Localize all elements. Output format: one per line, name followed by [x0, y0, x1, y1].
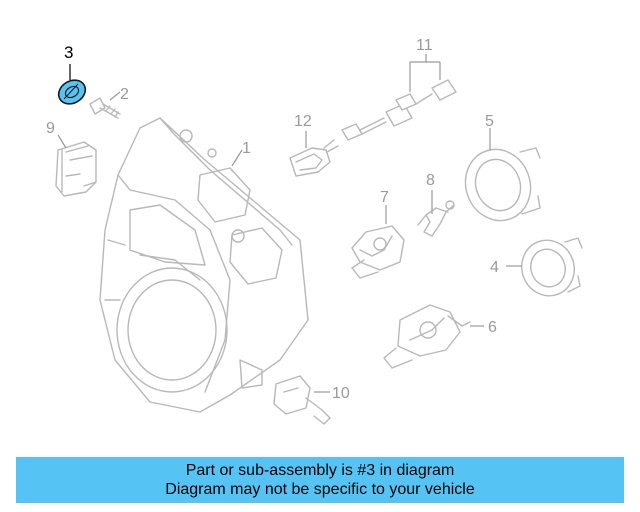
part-9-bracket[interactable]: [55, 141, 97, 197]
callout-10[interactable]: 10: [332, 385, 350, 402]
part-1-headlamp[interactable]: [99, 117, 309, 413]
banner-line-disclaimer: Diagram may not be specific to your vehi…: [165, 481, 475, 498]
part-12-bulb[interactable]: [289, 139, 339, 177]
banner-line-part: Part or sub-assembly is #3 in diagram: [185, 462, 455, 479]
part-4-ring[interactable]: [514, 233, 583, 303]
leader-9: [57, 134, 67, 149]
callout-4[interactable]: 4: [490, 259, 499, 276]
part-11-harness[interactable]: [341, 79, 457, 141]
part-8-clip[interactable]: [417, 200, 455, 237]
part-5-ring[interactable]: [456, 140, 541, 230]
callout-11[interactable]: 11: [416, 37, 433, 54]
leader-2: [109, 91, 121, 101]
callout-1[interactable]: 1: [242, 140, 251, 157]
callout-5[interactable]: 5: [485, 113, 494, 130]
part-7-bulb[interactable]: [351, 225, 405, 279]
callout-6[interactable]: 6: [488, 319, 497, 336]
leader-1: [231, 149, 243, 167]
callout-9[interactable]: 9: [46, 120, 55, 137]
part-10-socket[interactable]: [273, 375, 331, 425]
callout-8[interactable]: 8: [426, 172, 435, 189]
part-2-screw[interactable]: [89, 97, 121, 119]
callout-12[interactable]: 12: [294, 113, 312, 130]
parts-diagram: 3 2 9 1 12: [46, 37, 583, 425]
callout-2[interactable]: 2: [120, 86, 129, 103]
info-banner: Part or sub-assembly is #3 in diagram Di…: [16, 457, 624, 503]
part-3-grommet[interactable]: [54, 75, 89, 108]
callout-3[interactable]: 3: [64, 43, 73, 62]
callout-7[interactable]: 7: [380, 189, 389, 206]
leader-11: [409, 54, 441, 92]
part-6-bulb[interactable]: [383, 304, 471, 369]
